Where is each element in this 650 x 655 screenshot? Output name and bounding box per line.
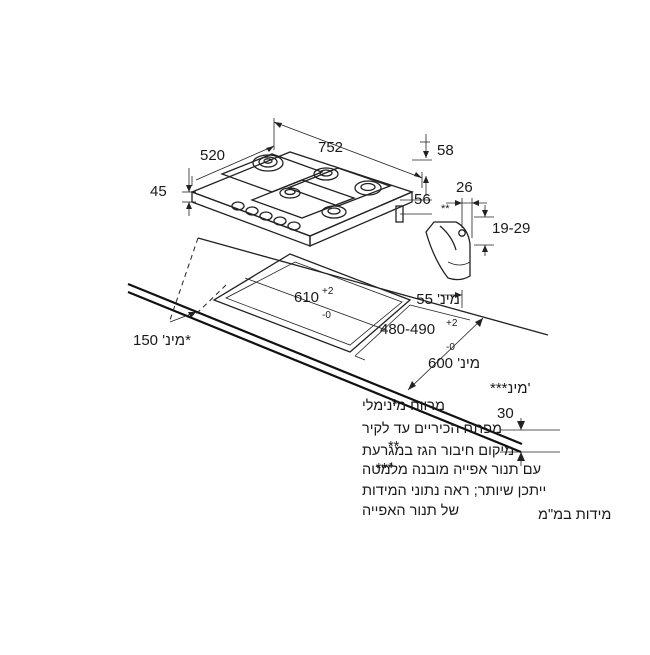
label-detail-range: 19-29 xyxy=(492,220,530,237)
legend-3-line-3: של תנור האפייה xyxy=(362,502,459,519)
units-note: מידות במ"מ xyxy=(538,507,611,523)
hob-depth-dimension xyxy=(191,145,275,186)
control-knobs xyxy=(231,201,301,231)
min-55-dimension xyxy=(440,290,463,308)
legend-3-line-1: עם תנור אפייה מובנה מלמטה xyxy=(362,461,541,478)
hob-side-edge-dimension xyxy=(400,199,432,215)
cutout-width-value: 610 xyxy=(294,289,319,306)
cutout-width-tol-minus: -0 xyxy=(322,310,331,321)
pan-support-left xyxy=(220,153,324,193)
depth-600-dimension xyxy=(407,317,484,391)
countertop xyxy=(127,237,549,454)
min-30-dimension xyxy=(500,418,560,466)
hob-left-height-dimension xyxy=(182,168,196,216)
footnote-legend: מרווח מינימלי * מפתח הכיריים עד לקיר מיק… xyxy=(362,397,546,519)
label-hob-side-edge: 56 xyxy=(414,191,431,208)
label-detail-width: 26 xyxy=(456,179,473,196)
legend-1-line-2: מפתח הכיריים עד לקיר xyxy=(362,420,502,437)
cutout-width-dim-line xyxy=(244,277,387,331)
legend-2-marker: ** xyxy=(388,439,400,455)
label-hob-left-height: 45 xyxy=(150,183,167,200)
label-min-600: מינ' 600 xyxy=(428,355,480,372)
hob-width-dimension xyxy=(273,118,423,188)
label-hob-width: 752 xyxy=(318,139,343,156)
label-cutout-width: 610 +2 -0 xyxy=(294,286,334,321)
legend-3-line-2: ייתכן שיותר; ראה נתוני המידות xyxy=(362,483,546,499)
label-hob-depth: 520 xyxy=(200,147,225,164)
cutout-depth-tol-minus: -0 xyxy=(446,342,455,353)
burner-right-icon xyxy=(354,180,382,196)
gas-connection-detail xyxy=(425,198,494,281)
burner-front-icon xyxy=(321,205,347,219)
cutout-depth-value: 480-490 xyxy=(380,321,435,338)
legend-1-line-1: מרווח מינימלי xyxy=(362,397,445,414)
label-min-55: מינ' 55 xyxy=(416,291,460,308)
label-min-150: מינ' 150* xyxy=(133,332,191,349)
label-cutout-depth: 480-490 +2 -0 xyxy=(380,318,458,353)
legend-1-marker: * xyxy=(392,397,398,413)
cutout-depth-dimension xyxy=(354,304,471,361)
label-hob-right-height: 58 xyxy=(437,142,454,159)
legend-3-marker: *** xyxy=(376,461,393,477)
countertop-cutout xyxy=(212,253,412,353)
label-detail-marker: ** xyxy=(441,203,450,215)
label-min-30-value: 30 xyxy=(497,405,514,422)
legend-2-line-1: מיקום חיבור הגז במגרעת xyxy=(362,443,514,459)
cutout-width-tol-plus: +2 xyxy=(322,286,334,297)
burner-rear-icon xyxy=(313,167,339,181)
pan-support-front xyxy=(250,179,356,219)
label-min-30-label: ***מינ' xyxy=(490,380,531,397)
gas-hob xyxy=(190,151,414,247)
gas-inlet-icon xyxy=(458,229,466,237)
cutout-depth-tol-plus: +2 xyxy=(446,318,458,329)
hob-right-height-dimension xyxy=(412,134,432,196)
min-150-dimension xyxy=(169,311,197,323)
burner-center-icon xyxy=(279,187,301,199)
burner-wok-icon xyxy=(252,154,284,172)
